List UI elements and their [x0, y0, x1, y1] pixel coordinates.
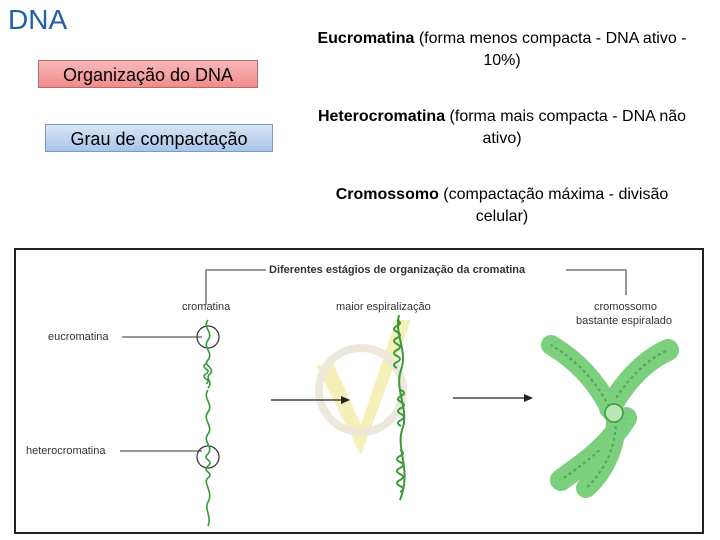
chromatin-figure: Diferentes estágios de organização da cr… [14, 248, 704, 534]
cromossomo-description: Cromossomo (compactação máxima - divisão… [316, 184, 688, 228]
cromossomo-detail: (compactação máxima - divisão celular) [438, 186, 669, 225]
heterocromatina-term: Heterocromatina [317, 108, 446, 125]
eucromatina-detail: (forma menos compacta - DNA ativo - 10%) [414, 30, 687, 69]
watermark-logo [315, 320, 411, 455]
heterocromatina-detail: (forma mais compacta - DNA não ativo) [445, 108, 687, 147]
heading-bracket-left [205, 269, 266, 305]
page-title: DNA [8, 4, 68, 35]
label-cromossomo-2: bastante espiralado [576, 315, 672, 327]
label-cromatina: cromatina [182, 301, 231, 313]
heterocromatina-description: Heterocromatina (forma mais compacta - D… [316, 106, 688, 150]
label-heterocromatina: heterocromatina [26, 445, 106, 457]
centromere [604, 403, 624, 423]
label-maior-espiralizacao: maior espiralização [336, 301, 431, 313]
arrow-1 [271, 396, 350, 404]
eucromatina-description: Eucromatina (forma menos compacta - DNA … [316, 28, 688, 72]
spiralized-fiber [393, 314, 406, 501]
figure-heading: Diferentes estágios de organização da cr… [269, 264, 526, 276]
eucromatina-term: Eucromatina [317, 30, 415, 47]
cromossomo-term: Cromossomo [335, 186, 439, 203]
eucromatina-circle [196, 325, 220, 349]
arrow-2 [453, 394, 533, 402]
chromatin-diagram: Diferentes estágios de organização da cr… [26, 264, 679, 527]
organization-box: Organização do DNA [38, 60, 258, 88]
heterocromatina-circle [196, 445, 220, 469]
chromatin-fiber [203, 319, 213, 527]
chromosome [541, 335, 679, 498]
label-eucromatina: eucromatina [48, 331, 109, 343]
heading-bracket-right [566, 269, 627, 295]
compaction-box: Grau de compactação [45, 124, 273, 152]
label-cromossomo-1: cromossomo [594, 301, 657, 313]
